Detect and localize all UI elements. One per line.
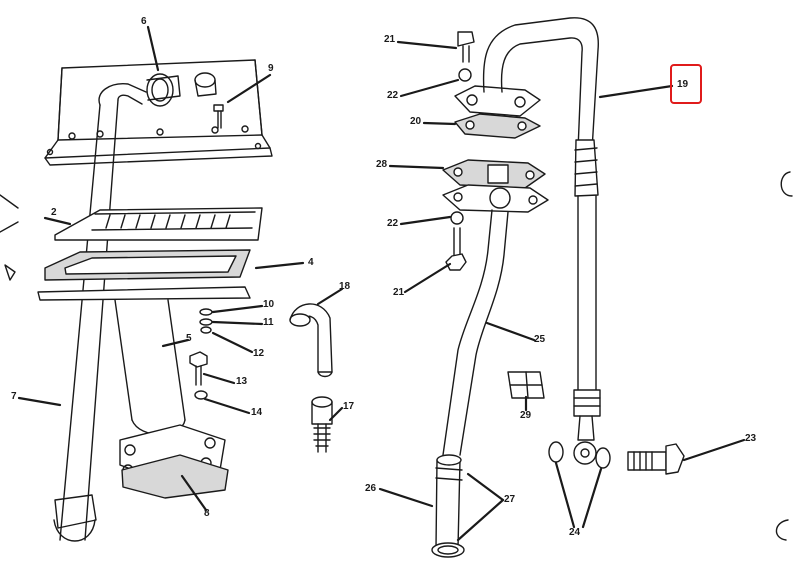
bolt-13 — [189, 351, 208, 386]
callout-label: 2 — [51, 207, 57, 218]
gasket-20 — [454, 113, 541, 139]
fill-hose — [146, 72, 217, 107]
washer-22-top — [458, 68, 472, 82]
callout-label: 17 — [343, 401, 355, 412]
washers-10-11 — [199, 308, 213, 334]
callout-label: 8 — [204, 508, 210, 519]
highlight-box — [670, 64, 702, 104]
elbow-18 — [289, 303, 333, 378]
callout-label: 7 — [11, 391, 17, 402]
callout-label: 6 — [141, 16, 147, 27]
callout-label: 18 — [339, 281, 351, 292]
banjo-fitting — [548, 415, 611, 469]
callout-label: 22 — [387, 218, 399, 229]
flange-lower — [442, 184, 549, 213]
bolt-21-top — [457, 31, 475, 63]
plate-2 — [54, 207, 263, 241]
callout-label: 5 — [186, 333, 192, 344]
callout-label: 4 — [308, 257, 314, 268]
fitting-17 — [311, 396, 333, 453]
callout-label: 13 — [236, 376, 248, 387]
bolt-21-lower — [445, 211, 467, 271]
callout-label: 20 — [410, 116, 422, 127]
callout-label: 10 — [263, 299, 275, 310]
callout-label-highlighted: 19 — [677, 79, 689, 90]
washer-14 — [194, 390, 208, 400]
callout-label: 25 — [534, 334, 546, 345]
callout-label: 28 — [376, 159, 388, 170]
callout-label: 26 — [365, 483, 377, 494]
vent-pipe — [53, 83, 147, 542]
callout-label: 22 — [387, 90, 399, 101]
gasket-8 — [121, 454, 229, 499]
callout-label: 21 — [393, 287, 405, 298]
callout-label: 29 — [520, 410, 532, 421]
hose-26 — [431, 454, 465, 558]
tank-housing — [44, 59, 273, 166]
callout-label: 23 — [745, 433, 757, 444]
hose-19 — [482, 17, 601, 417]
callout-label: 21 — [384, 34, 396, 45]
screw-9 — [213, 104, 224, 129]
callout-label: 14 — [251, 407, 263, 418]
clamp-29 — [507, 371, 545, 399]
gasket-4 — [44, 249, 251, 281]
pipe-25 — [442, 209, 509, 456]
gasket-28 — [442, 159, 546, 189]
callout-label: 27 — [504, 494, 516, 505]
flange-top — [454, 85, 541, 117]
callout-label: 12 — [253, 348, 265, 359]
base-plate — [37, 286, 251, 301]
callout-label: 24 — [569, 527, 581, 538]
callout-label: 9 — [268, 63, 274, 74]
banjo-bolt-23 — [627, 443, 685, 475]
callout-label: 11 — [263, 317, 274, 328]
